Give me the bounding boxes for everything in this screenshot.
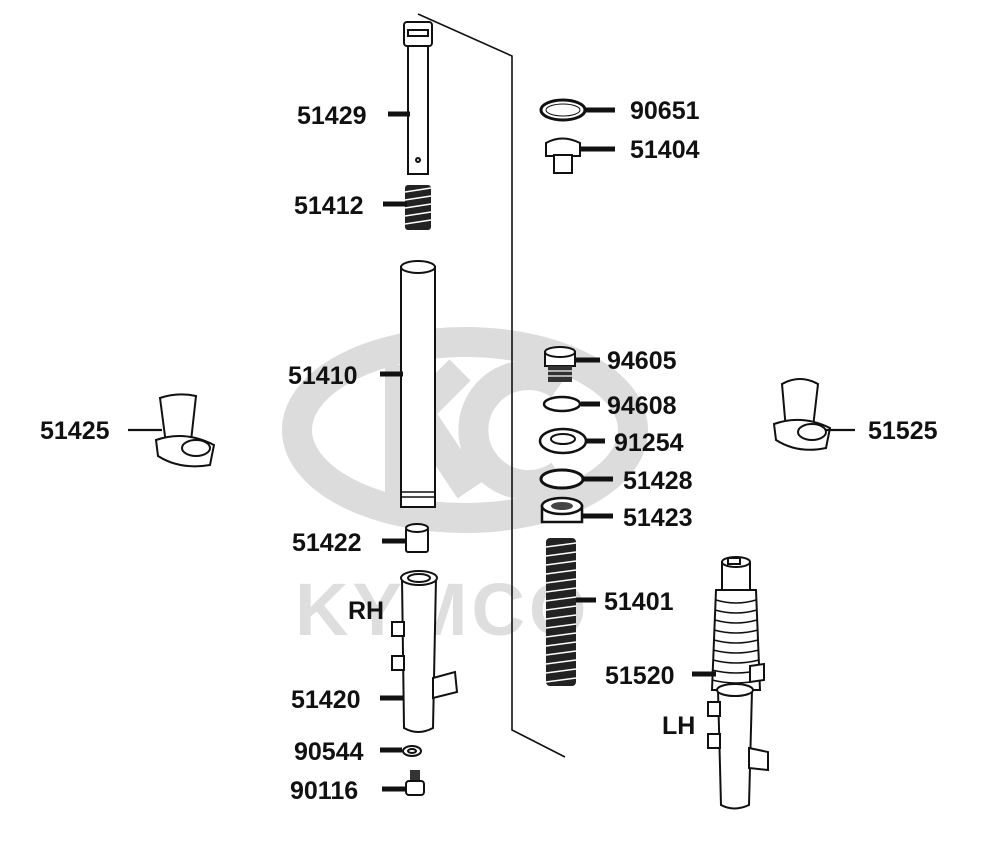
part-number-51422: 51422: [292, 529, 362, 557]
part-number-51520: 51520: [605, 662, 675, 690]
side-label-rh: RH: [348, 597, 384, 625]
oil-seal-part: [540, 496, 584, 524]
rebound-spring-part: [404, 185, 432, 230]
oil-lock-piece-part: [405, 523, 429, 553]
lh-fork-cover-part: [772, 378, 832, 451]
part-number-90544: 90544: [294, 738, 364, 766]
plug-o-ring-part: [542, 395, 582, 413]
assembly-bracket-line: [417, 13, 566, 758]
part-number-51423: 51423: [623, 504, 693, 532]
o-ring-part: [539, 98, 587, 122]
part-number-51420: 51420: [291, 686, 361, 714]
part-number-94608: 94608: [607, 392, 677, 420]
part-number-90116: 90116: [290, 777, 358, 805]
part-number-91254: 91254: [614, 429, 684, 457]
watermark-text: KYMCO: [295, 568, 590, 651]
part-number-51429: 51429: [297, 102, 367, 130]
side-label-lh: LH: [662, 712, 695, 740]
main-spring-part: [545, 538, 577, 686]
washer-part: [402, 745, 422, 757]
part-number-51404: 51404: [630, 136, 700, 164]
rh-outer-fork-leg-part: [391, 570, 459, 733]
part-number-51525: 51525: [868, 417, 938, 445]
circlip-part: [539, 468, 585, 490]
part-number-94605: 94605: [607, 347, 677, 375]
part-number-51428: 51428: [623, 467, 693, 495]
damper-rod-part: [403, 21, 433, 175]
part-number-51425: 51425: [40, 417, 110, 445]
fork-cap-bolt-part: [545, 137, 581, 174]
part-number-51412: 51412: [294, 192, 364, 220]
part-number-90651: 90651: [630, 97, 700, 125]
part-number-51410: 51410: [288, 362, 358, 390]
lh-fork-assembly-part: [707, 556, 769, 810]
rh-fork-cover-part: [154, 393, 216, 468]
dust-seal-part: [538, 427, 588, 455]
inner-fork-tube-part: [400, 260, 436, 508]
fork-plug-part: [544, 346, 576, 382]
bolt-part: [405, 770, 425, 796]
part-number-51401: 51401: [604, 588, 674, 616]
